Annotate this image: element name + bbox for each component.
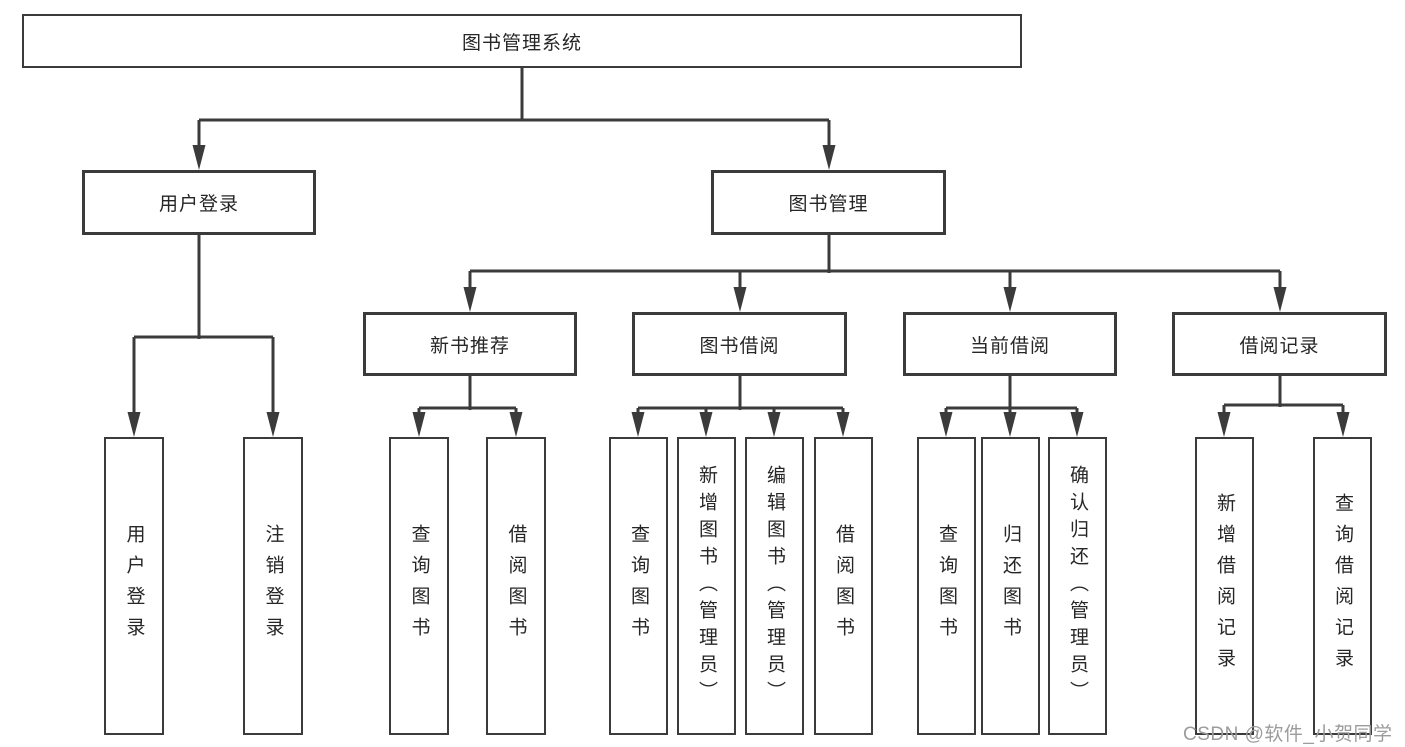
node-query-books-current: 查询图书 [917, 437, 976, 735]
node-query-books-borrowing: 查询图书 [609, 437, 668, 735]
node-add-books-admin: 新增图书（管理员） [677, 437, 736, 735]
node-label: 用户登录 [123, 524, 145, 648]
node-label: 编辑图书（管理员） [764, 464, 785, 708]
node-query-books-recommend: 查询图书 [389, 437, 449, 735]
node-label: 新增借阅记录 [1214, 493, 1235, 679]
node-book-borrowing: 图书借阅 [632, 312, 847, 376]
node-confirm-return-admin: 确认归还（管理员） [1048, 437, 1107, 735]
node-label: 借阅图书 [833, 524, 854, 648]
node-current-borrowing: 当前借阅 [903, 312, 1117, 376]
node-label: 图书借阅 [699, 335, 780, 357]
csdn-watermark: CSDN @软件_小贺同学 [1183, 724, 1393, 745]
node-label: 新增图书（管理员） [696, 464, 717, 708]
node-borrow-books-borrowing: 借阅图书 [814, 437, 873, 735]
node-label: 图书管理系统 [461, 32, 582, 54]
node-label: 借阅图书 [505, 524, 527, 648]
node-label: 归还图书 [1000, 524, 1021, 648]
node-label: 图书管理 [788, 194, 869, 215]
node-add-borrow-record: 新增借阅记录 [1195, 437, 1254, 735]
node-label: 用户登录 [158, 194, 239, 215]
node-label: 确认归还（管理员） [1067, 464, 1088, 708]
node-borrowing-records: 借阅记录 [1172, 312, 1387, 376]
node-label: 注销登录 [262, 524, 284, 648]
node-borrow-books-recommend: 借阅图书 [486, 437, 546, 735]
arrowheads [127, 145, 1350, 437]
node-user-login-action: 用户登录 [104, 437, 164, 735]
node-logout-action: 注销登录 [243, 437, 303, 735]
node-edit-books-admin: 编辑图书（管理员） [745, 437, 804, 735]
node-label: 查询图书 [628, 524, 649, 648]
node-book-management: 图书管理 [711, 170, 946, 235]
node-user-login-group: 用户登录 [82, 170, 316, 235]
node-label: 当前借阅 [969, 335, 1050, 357]
node-query-borrow-record: 查询借阅记录 [1313, 437, 1372, 735]
node-label: 借阅记录 [1239, 335, 1320, 357]
node-label: 查询图书 [408, 524, 430, 648]
node-label: 查询借阅记录 [1332, 493, 1353, 679]
node-return-books: 归还图书 [981, 437, 1040, 735]
node-new-book-recommendation: 新书推荐 [363, 312, 577, 376]
node-label: 查询图书 [936, 524, 957, 648]
node-label: 新书推荐 [429, 335, 510, 357]
node-library-management-system: 图书管理系统 [22, 14, 1022, 68]
